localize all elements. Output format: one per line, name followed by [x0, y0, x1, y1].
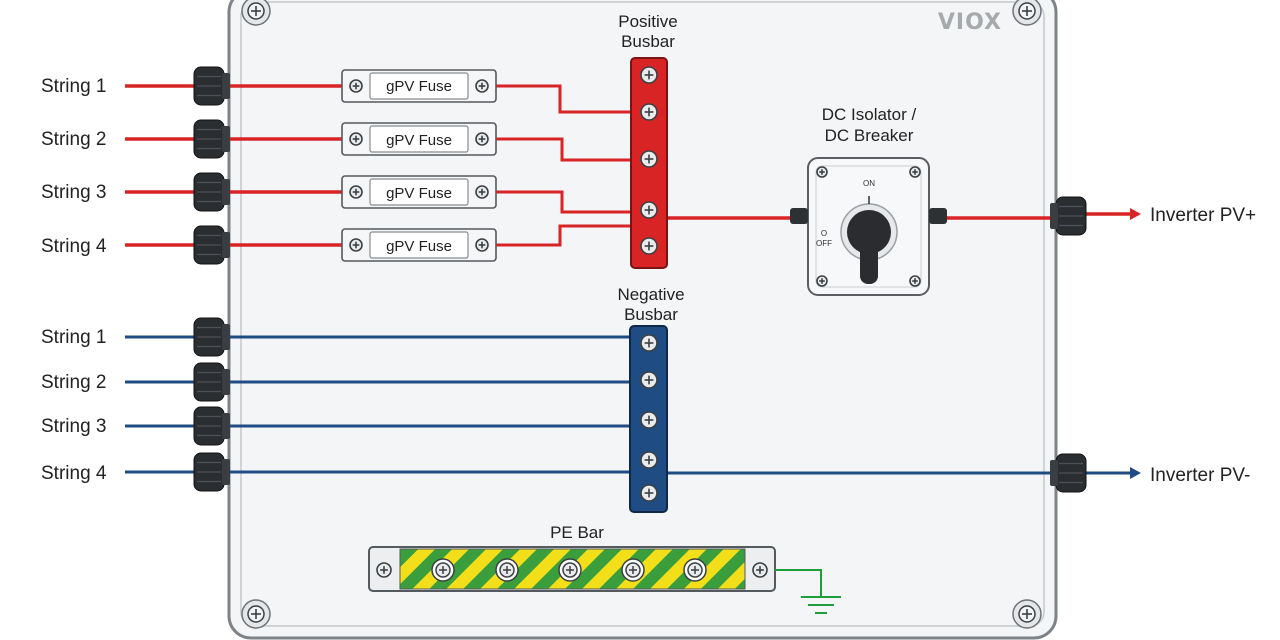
fuse-holder: [341, 69, 497, 103]
positive-string-3-label: String 3: [41, 182, 106, 203]
screw-icon: [621, 558, 645, 582]
negative-string-labels: String 1 String 2 String 3 String 4: [41, 327, 107, 484]
screw-icon: [349, 185, 363, 199]
negative-busbar-screws: [640, 334, 658, 502]
negative-string-1-label: String 1: [41, 327, 106, 348]
screw-icon: [475, 238, 489, 252]
isolator-rotary-handle: [840, 196, 898, 284]
cable-gland-icon: [193, 317, 230, 357]
screw-icon: [475, 79, 489, 93]
negative-busbar-title-line2: Busbar: [624, 305, 678, 324]
fuse-holders: [341, 69, 497, 262]
screw-icon: [1012, 599, 1042, 629]
fuse-holder: [341, 175, 497, 209]
negative-busbar-title-line1: Negative: [617, 285, 684, 304]
screw-icon: [349, 238, 363, 252]
output-cable-glands: [1050, 196, 1087, 493]
isolator-off-label: OFF: [816, 239, 832, 248]
cable-gland-icon: [193, 172, 230, 212]
cable-gland-icon: [193, 119, 230, 159]
fuse-labels: gPV Fuse gPV Fuse gPV Fuse gPV Fuse: [386, 78, 452, 255]
cable-gland-icon: [1050, 196, 1087, 236]
inverter-pv-positive-label: Inverter PV+: [1150, 205, 1256, 226]
screw-icon: [495, 558, 519, 582]
inverter-pv-negative-label: Inverter PV-: [1150, 465, 1250, 486]
screw-icon: [640, 411, 658, 429]
pe-bar-title: PE Bar: [550, 523, 604, 542]
screw-icon: [816, 275, 828, 287]
isolator-off-mark: O: [821, 229, 827, 238]
screw-icon: [376, 562, 392, 578]
pe-bar-screws: [376, 558, 768, 582]
fuse-2-label: gPV Fuse: [386, 132, 452, 149]
fuse-3-label: gPV Fuse: [386, 185, 452, 202]
screw-icon: [475, 185, 489, 199]
fuse-to-busbar-wire: [496, 137, 632, 162]
negative-string-2-label: String 2: [41, 372, 106, 393]
positive-string-4-label: String 4: [41, 236, 107, 257]
screw-icon: [558, 558, 582, 582]
negative-string-3-label: String 3: [41, 416, 106, 437]
negative-string-4-label: String 4: [41, 463, 107, 484]
fuse-to-busbar-wire: [496, 224, 632, 247]
fuse-holder: [341, 228, 497, 262]
isolator-title-line2: DC Breaker: [825, 126, 914, 145]
fuse-4-label: gPV Fuse: [386, 238, 452, 255]
cable-gland-icon: [193, 225, 230, 265]
fuse-holder: [341, 122, 497, 156]
screw-icon: [909, 166, 921, 178]
screw-icon: [752, 562, 768, 578]
screw-icon: [640, 484, 658, 502]
screw-icon: [241, 0, 271, 26]
cable-gland-icon: [1050, 453, 1087, 493]
isolator-on-label: ON: [863, 179, 875, 188]
screw-icon: [816, 166, 828, 178]
positive-busbar-screws: [640, 66, 658, 255]
input-cable-glands: [193, 66, 230, 492]
positive-string-2-label: String 2: [41, 129, 106, 150]
screw-icon: [640, 150, 658, 168]
cable-gland-icon: [193, 406, 230, 446]
screw-icon: [640, 66, 658, 84]
positive-string-labels: String 1 String 2 String 3 String 4: [41, 76, 107, 257]
cable-gland-icon: [193, 66, 230, 106]
screw-icon: [640, 334, 658, 352]
screw-icon: [683, 558, 707, 582]
screw-icon: [241, 599, 271, 629]
screw-icon: [640, 201, 658, 219]
brand-logo: VIOX: [938, 10, 1002, 35]
positive-busbar-title-line2: Busbar: [621, 32, 675, 51]
arrow-right-icon: [1130, 467, 1141, 479]
positive-string-1-label: String 1: [41, 76, 106, 97]
screw-icon: [640, 103, 658, 121]
screw-icon: [349, 79, 363, 93]
screw-icon: [640, 371, 658, 389]
arrow-right-icon: [1130, 208, 1141, 220]
screw-icon: [909, 275, 921, 287]
isolator-screws: [816, 166, 921, 287]
screw-icon: [1012, 0, 1042, 26]
screw-icon: [349, 132, 363, 146]
fuse-to-busbar-wire: [496, 190, 632, 214]
screw-icon: [640, 451, 658, 469]
positive-busbar-title-line1: Positive: [618, 12, 678, 31]
cable-gland-icon: [193, 362, 230, 402]
screw-icon: [475, 132, 489, 146]
fuse-to-busbar-wire: [496, 84, 632, 114]
fuse-1-label: gPV Fuse: [386, 78, 452, 95]
enclosure-corner-screws: [241, 0, 1042, 629]
cable-gland-icon: [193, 452, 230, 492]
screw-icon: [431, 558, 455, 582]
ground-icon: [775, 569, 841, 614]
isolator-title-line1: DC Isolator /: [822, 105, 917, 124]
screw-icon: [640, 237, 658, 255]
